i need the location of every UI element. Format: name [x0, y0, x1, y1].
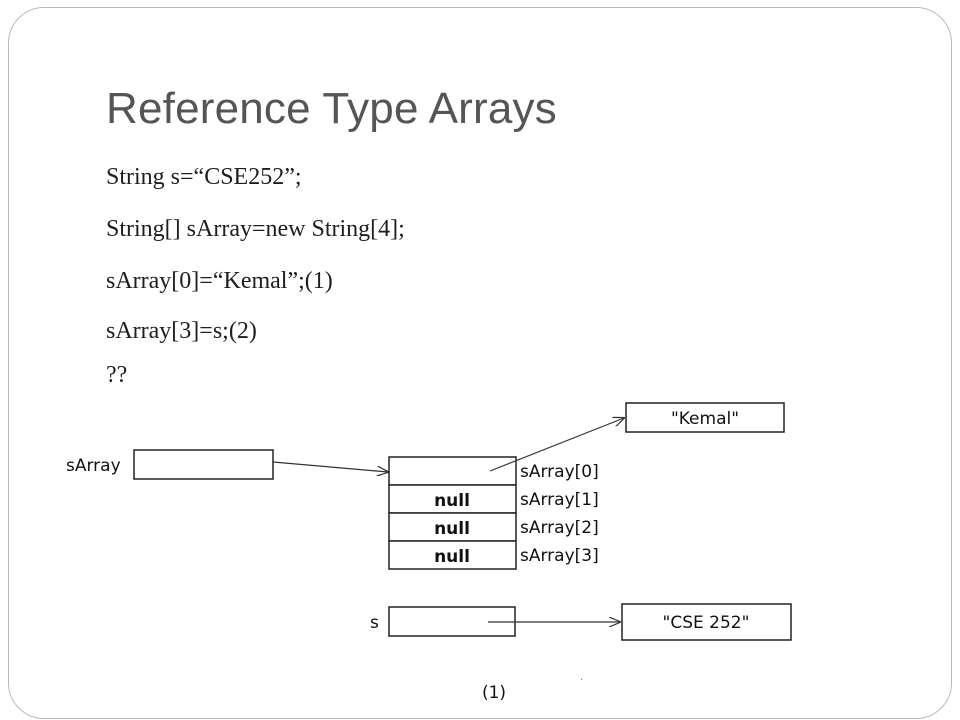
kemal-string-text: "Kemal" — [671, 409, 739, 429]
cell-3-value: null — [434, 547, 470, 567]
slide-frame — [8, 7, 952, 719]
array-cell-3 — [388, 540, 517, 570]
diagram-caption: (1) — [482, 683, 506, 703]
sarray-to-array-arrow — [272, 461, 388, 472]
cell-2-value: null — [434, 519, 470, 539]
cse-string-text: "CSE 252" — [663, 613, 750, 633]
cse-string-box — [621, 603, 792, 641]
kemal-string-box — [625, 402, 785, 433]
s-var-label: s — [370, 613, 379, 633]
sarray-ref-box — [133, 449, 274, 480]
code-line-1: String s=“CSE252”; — [106, 164, 302, 190]
code-line-4: sArray[3]=s;(2) — [106, 318, 257, 344]
slide-title: Reference Type Arrays — [106, 84, 557, 133]
cell0-to-kemal-arrow — [489, 418, 624, 472]
array-cell-0 — [388, 456, 517, 486]
code-line-5: ?? — [106, 362, 128, 388]
cell-label-0: sArray[0] — [520, 462, 599, 482]
array-cell-1 — [388, 484, 517, 514]
cell-label-1: sArray[1] — [520, 490, 599, 510]
sarray-var-label: sArray — [66, 456, 121, 476]
cell-1-value: null — [434, 491, 470, 511]
cell-label-2: sArray[2] — [520, 518, 599, 538]
stray-dot: . — [580, 672, 583, 683]
code-line-3: sArray[0]=“Kemal”;(1) — [106, 268, 333, 294]
cell-label-3: sArray[3] — [520, 546, 599, 566]
code-line-2: String[] sArray=new String[4]; — [106, 216, 405, 242]
